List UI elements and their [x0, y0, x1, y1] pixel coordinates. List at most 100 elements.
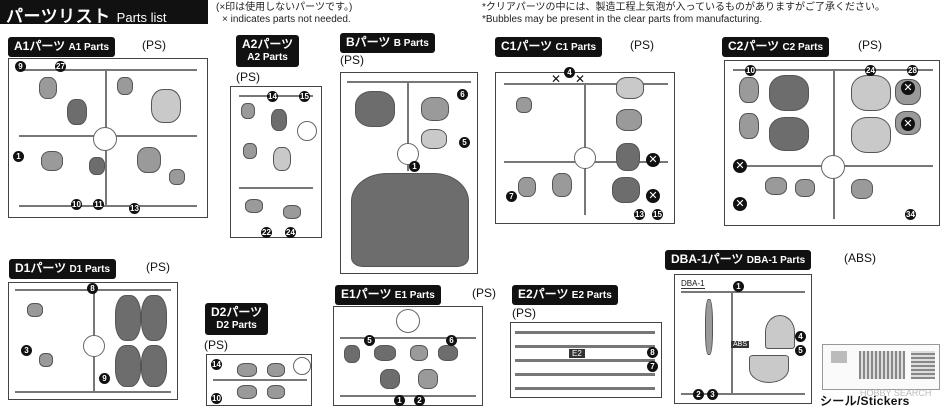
note-bubbles-jp: *クリアパーツの中には、製造工程上気泡が入っているものがありますがご了承ください…: [482, 2, 885, 13]
a2-material: (PS): [236, 70, 260, 84]
part-number-badge: 24: [285, 227, 296, 238]
plastic-part: [351, 173, 469, 267]
runner-e1: 5 6 1 2: [333, 306, 483, 406]
runner-label-d1: D1パーツ D1 Parts: [9, 259, 117, 279]
plastic-part: [141, 345, 167, 387]
plastic-part: [169, 169, 185, 185]
part-number-badge: 3: [707, 389, 718, 400]
plastic-part: [27, 303, 43, 317]
d2-label-en: D2 Parts: [216, 320, 257, 331]
d2-label-jp: D2パーツ: [211, 305, 263, 319]
plastic-part: [273, 147, 291, 171]
b-label-jp: Bパーツ: [346, 35, 391, 49]
runner-rail: [504, 83, 668, 85]
runner-label-d2: D2パーツ D2 Parts: [205, 303, 269, 335]
runner-label-b: Bパーツ B Parts: [340, 33, 435, 53]
e2-runner-tag: E2: [569, 349, 585, 358]
e2-label-jp: E2パーツ: [518, 287, 569, 301]
runner-rail: [340, 337, 476, 339]
plastic-part: [895, 79, 921, 105]
runner-label-dba1: DBA-1パーツ DBA-1 Parts: [665, 250, 812, 270]
a2-label-jp: A2パーツ: [242, 37, 294, 51]
plastic-part: [518, 177, 536, 197]
d1-label-jp: D1パーツ: [15, 261, 67, 275]
part-number-badge: 10: [211, 393, 222, 404]
dba1-label-en: DBA-1 Parts: [746, 255, 806, 266]
note-unused-jp: (×印は使用しないパーツです。): [216, 2, 353, 13]
part-number-badge: 6: [457, 89, 468, 100]
part-number-badge: 15: [652, 209, 663, 220]
runner-rail: [347, 81, 471, 83]
a2-label-en: A2 Parts: [247, 52, 288, 63]
plastic-part: [89, 157, 105, 175]
plastic-part: [237, 363, 257, 377]
part-number-badge: 14: [267, 91, 278, 102]
title-en: Parts list: [116, 10, 167, 25]
plastic-part: [739, 77, 759, 103]
b-label-en: B Parts: [393, 38, 429, 49]
b-material: (PS): [340, 53, 364, 67]
runner-rail: [239, 187, 313, 189]
plastic-part: [241, 103, 255, 119]
plastic-part: [141, 295, 167, 341]
parts-list-title: パーツリスト Parts list: [0, 0, 208, 26]
part-number-badge: 11: [93, 199, 104, 210]
part-number-badge: 4: [795, 331, 806, 342]
runner-e2: E2 8 7: [510, 322, 662, 398]
runner-rail: [19, 69, 197, 71]
runner-d2: 14 10: [206, 354, 312, 406]
runner-rail: [213, 379, 307, 381]
not-needed-x-icon: ✕: [901, 81, 915, 95]
runner-dba1: DBA-1 ABS 1 4 5 2 3: [674, 274, 812, 404]
runner-d1: 3 8 9: [8, 282, 178, 400]
e2-label-en: E2 Parts: [571, 290, 612, 301]
e2-material: (PS): [512, 306, 536, 320]
runner-gate: [574, 147, 596, 169]
part-number-badge: 13: [634, 209, 645, 220]
plastic-part: [243, 143, 257, 159]
dba1-runner-tag: DBA-1: [681, 279, 705, 289]
runner-c2: ✕ ✕ ✕ ✕ 10 24 28 34: [724, 60, 940, 226]
dba1-abs-tag: ABS: [731, 341, 750, 348]
watermark: HOBBY SEARCH: [860, 388, 932, 398]
runner-gate: [83, 335, 105, 357]
c1-label-en: C1 Parts: [555, 42, 597, 53]
plastic-part: [765, 177, 787, 195]
part-number-badge: 2: [414, 395, 425, 406]
runner-rail: [681, 291, 805, 293]
plastic-part: [67, 99, 87, 125]
runner-label-a2: A2パーツ A2 Parts: [236, 35, 300, 67]
a1-material: (PS): [142, 38, 166, 52]
plastic-part: [769, 117, 809, 151]
plastic-part: [39, 77, 57, 99]
plastic-part: [421, 129, 447, 149]
runner-gate: [397, 143, 419, 165]
plastic-part: [705, 299, 713, 355]
dba1-material: (ABS): [844, 251, 877, 265]
runner-label-e1: E1パーツ E1 Parts: [335, 285, 441, 305]
not-needed-x-icon: ✕: [551, 72, 562, 86]
plastic-part: [267, 363, 285, 377]
plastic-part: [795, 179, 815, 197]
runner-a1: 9 27 1 10 11 13: [8, 58, 208, 218]
part-number-badge: 34: [905, 209, 916, 220]
c2-material: (PS): [858, 38, 882, 52]
runner-rail: [515, 387, 655, 390]
plastic-part: [137, 147, 161, 173]
plastic-part: [765, 315, 795, 349]
runner-gate: [293, 357, 311, 375]
part-number-badge: 5: [795, 345, 806, 356]
plastic-part: [355, 91, 395, 127]
plastic-part: [237, 385, 257, 399]
plastic-part: [271, 109, 287, 131]
plastic-part: [39, 353, 53, 367]
part-number-badge: 27: [55, 61, 66, 72]
runner-label-a1: A1パーツ A1 Parts: [8, 37, 116, 57]
plastic-part: [851, 117, 891, 153]
part-number-badge: 7: [506, 191, 517, 202]
part-number-badge: 7: [647, 361, 658, 372]
not-needed-x-icon: ✕: [646, 189, 660, 203]
part-number-badge: 1: [13, 151, 24, 162]
part-number-badge: 13: [129, 203, 140, 214]
d1-label-en: D1 Parts: [69, 264, 111, 275]
